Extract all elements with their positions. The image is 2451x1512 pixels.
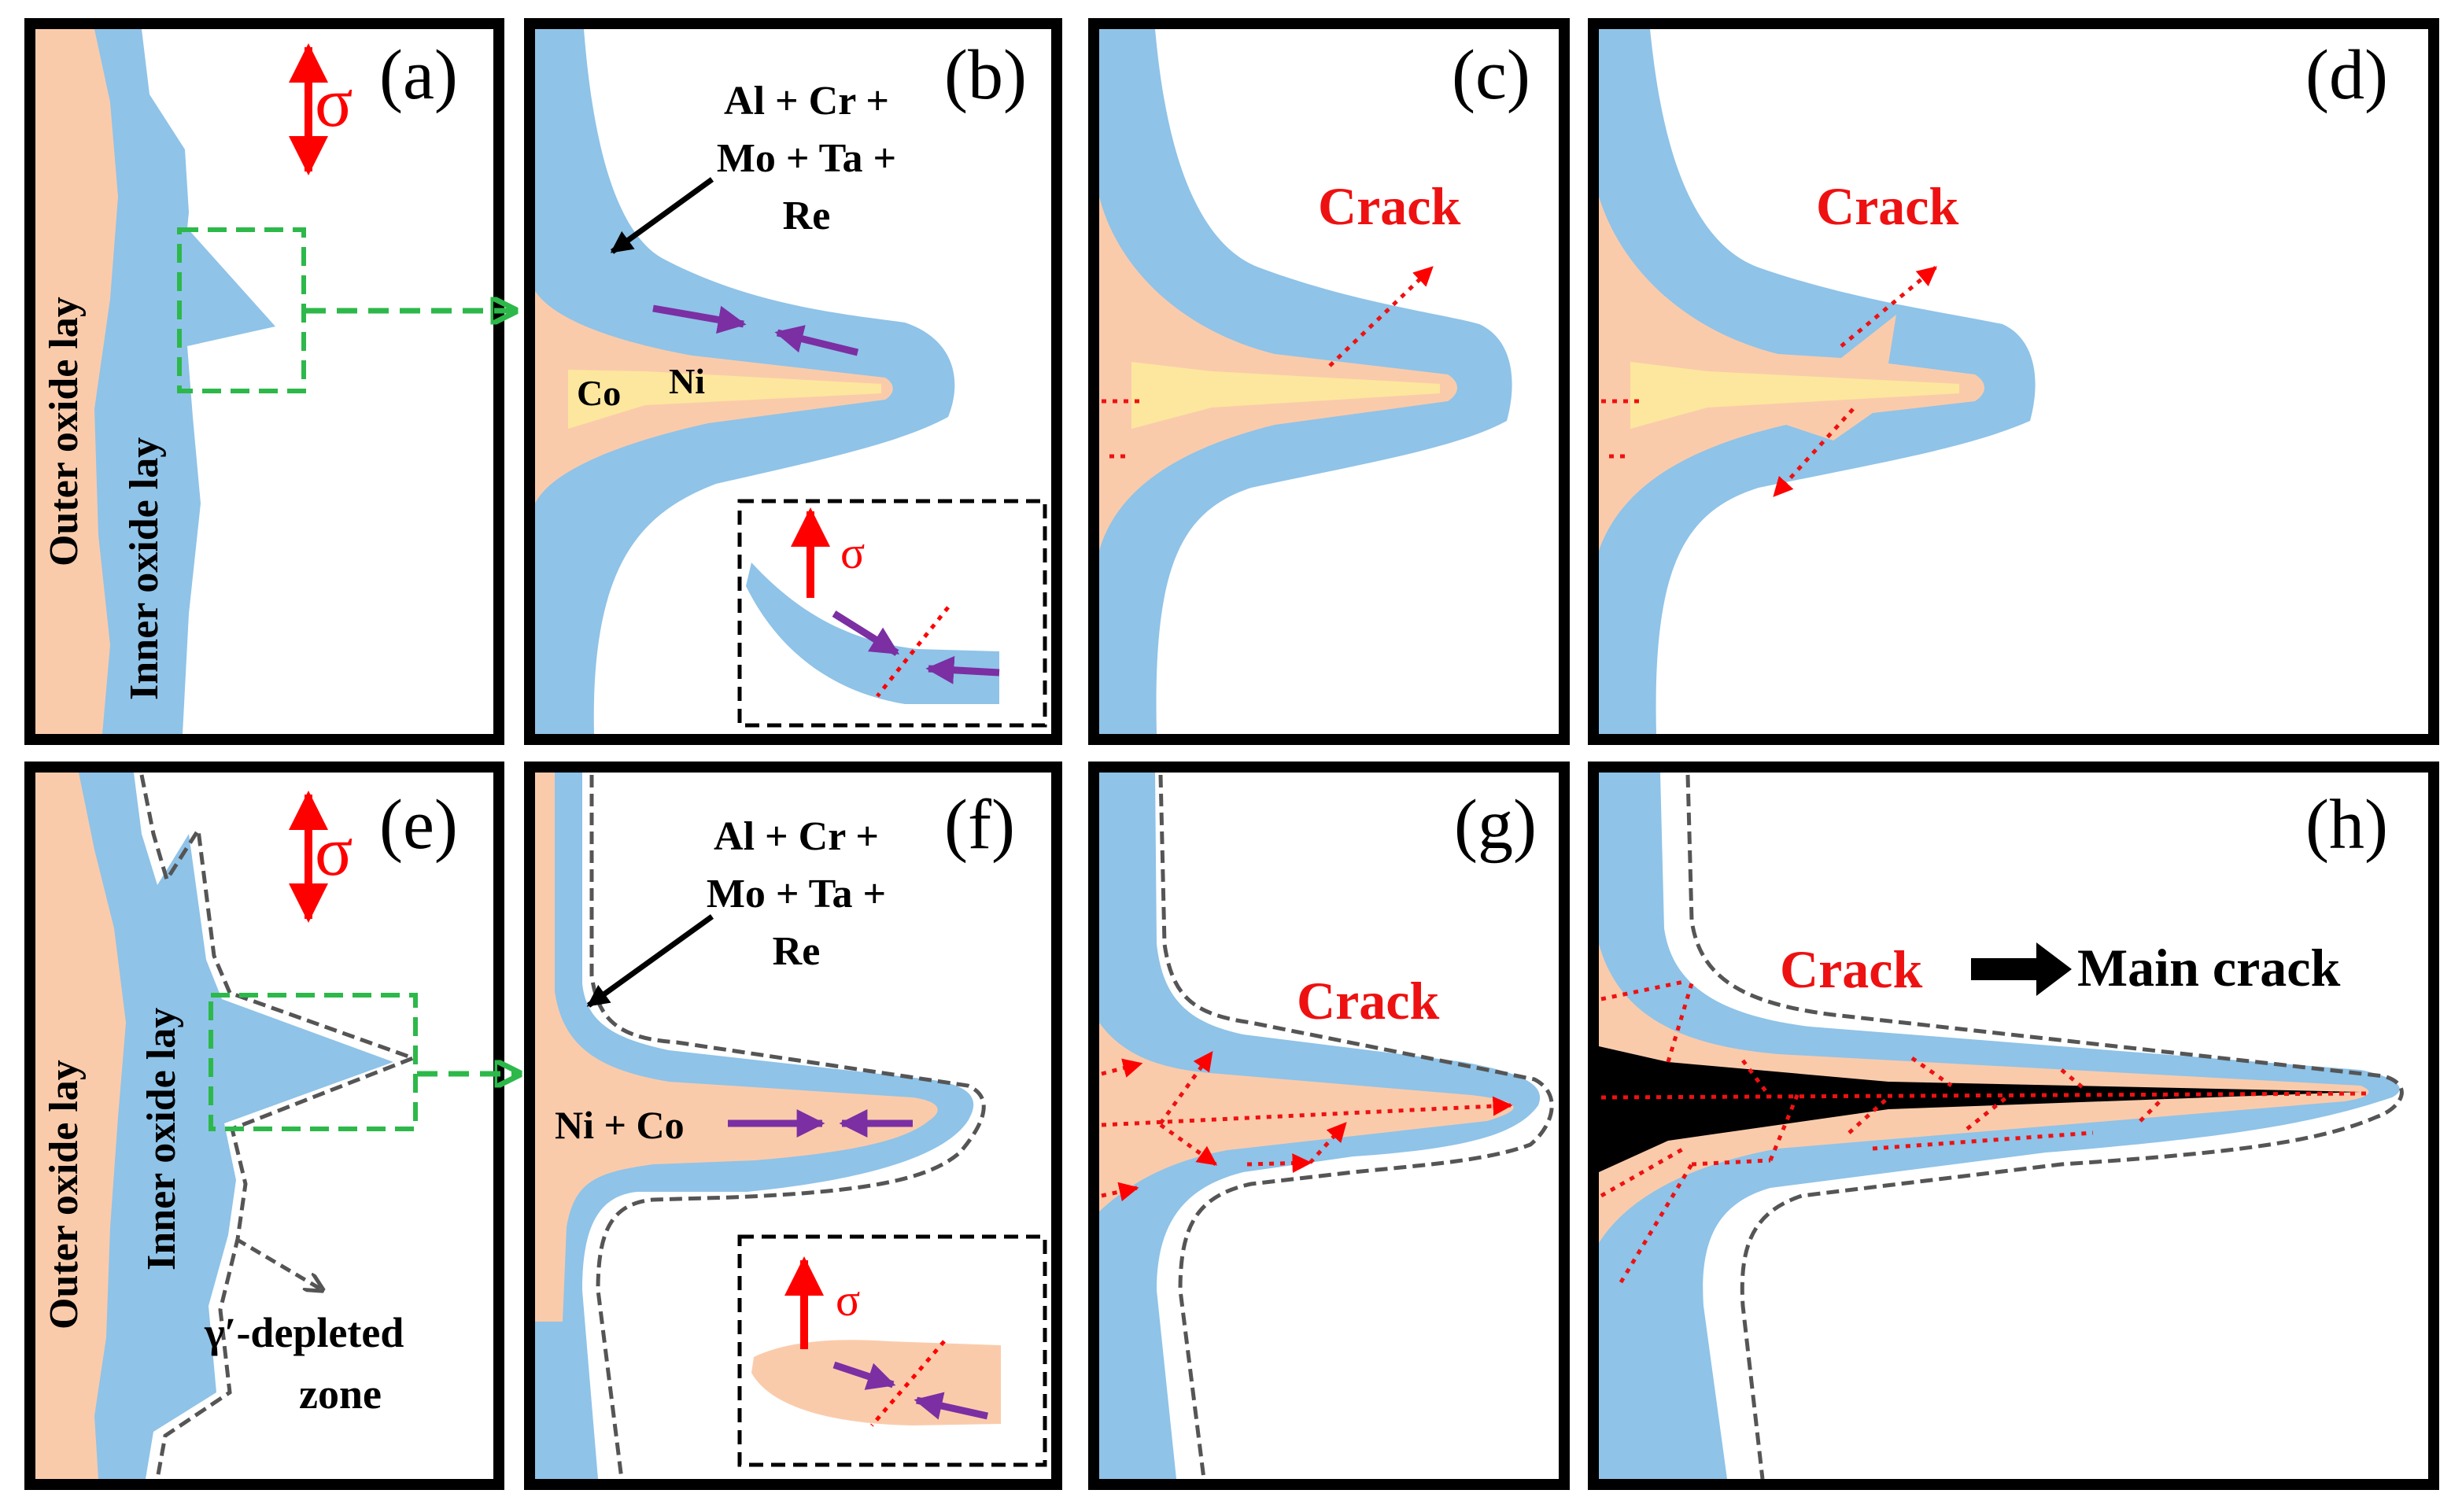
outer-oxide-layer [35,29,118,734]
depleted-zone-label: zone [299,1370,382,1418]
crack-path-icon [1847,1096,1890,1134]
panel-label: (g) [1454,786,1537,864]
core-region [568,370,881,429]
depleted-zone-boundary [139,774,419,1480]
element-line: Re [773,929,821,974]
pointer-arrow-icon [586,914,714,1008]
element-line: Mo + Ta + [717,136,896,181]
depleted-zone-boundary [1158,774,1554,1480]
crack-label: Crack [1780,939,1922,999]
outer-oxide-layer [1599,197,1984,551]
outer-oxide-label: Outer oxide lay [42,1060,87,1329]
crack-path-icon [1159,1123,1218,1167]
element-line: Re [783,194,831,238]
crack-label: Crack [1297,971,1439,1031]
diffusion-arrow-icon [914,1392,988,1420]
element-line: Al + Cr + [714,814,879,859]
diffusion-arrow-icon [832,610,900,656]
crack-path-icon [876,606,950,698]
panel-label: (e) [379,786,458,864]
element-line: Mo + Ta + [707,872,886,916]
panel-label: (d) [2305,36,2388,114]
crack-path-icon [1309,1122,1347,1164]
depleted-zone-boundary [589,775,986,1480]
panel-a: σ (a) Outer oxide lay Inner oxide lay [24,18,515,745]
outer-oxide-layer [35,773,126,1479]
crack-path-icon [1328,266,1434,367]
core-region [1131,362,1440,429]
panel-d: Crack (d) [1588,18,2439,745]
inner-oxide-label: Inner oxide lay [122,437,167,700]
crack-path-icon [1101,1058,1143,1078]
outer-oxide-layer [1099,197,1457,551]
outer-oxide-layer [1099,1023,1514,1211]
panel-f: Al + Cr + Mo + Ta + Re (f) Ni + Co σ [524,762,1062,1490]
crack-path-icon [1740,1059,1773,1099]
inner-oxide-label: Inner oxide lay [139,1008,184,1270]
crack-path-icon [1840,266,1937,348]
panel-label: (h) [2305,786,2388,864]
crack-path-icon [1691,1158,1771,1167]
zoom-box [209,993,418,1131]
crack-path-icon [870,1340,946,1427]
diffusion-arrow-icon [652,304,747,334]
diffusion-arrow-icon [774,325,859,356]
inner-oxide-layer [35,773,393,1479]
panel-h: Crack Main crack (h) [1588,762,2439,1490]
depleted-zone-boundary [1685,774,2404,1480]
crack-path-icon [1101,1096,1513,1127]
crack-label: Crack [1318,176,1460,236]
sigma-label: σ [315,64,353,142]
core-region [1630,362,1959,429]
co-label: Co [577,373,621,413]
diffusion-arrow-icon [925,655,1000,684]
crack-path-icon [1158,1050,1214,1125]
pointer-arrow-icon [610,177,714,254]
panel-g: Crack (g) [1088,762,1570,1490]
sigma-label: σ [315,813,353,891]
main-crack [1599,1046,2361,1172]
crack-path-icon [1600,979,1685,1001]
crack-path-icon [1773,408,1855,497]
sigma-label: σ [840,527,865,578]
zoom-box [177,227,306,393]
panel-c: Crack (c) [1088,18,1570,745]
element-line: Al + Cr + [724,79,889,124]
crack-path-icon [1600,1146,1685,1198]
thick-arrow-icon [1971,942,2072,996]
crack-path-icon [1768,1093,1800,1161]
panel-label: (f) [944,786,1015,864]
crack-path-icon [2060,1068,2087,1091]
crack-path-icon [1910,1056,1953,1088]
panel-b: Al + Cr + Mo + Ta + Re (b) Co Ni σ [524,18,1062,745]
outer-oxide-label: Outer oxide lay [42,297,87,566]
crack-path-icon [1966,1096,2008,1130]
diffusion-arrow-icon [832,1361,896,1390]
crack-path-icon [1872,1130,2094,1151]
panel-e: σ (e) Outer oxide lay Inner oxide lay γ′… [24,762,519,1490]
depleted-zone-label: γ′-depleted [204,1309,404,1356]
crack-path-icon [1666,983,1694,1063]
main-crack-label: Main crack [2077,938,2340,998]
panel-label: (a) [379,36,458,114]
crack-label: Crack [1816,176,1958,236]
crack-path-icon [1600,1091,2369,1100]
ni-label: Ni [669,361,705,401]
crack-path-icon [1619,1163,1694,1284]
sigma-label: σ [836,1274,860,1326]
panel-label: (b) [944,36,1027,114]
panel-label: (c) [1452,36,1530,114]
nico-label: Ni + Co [555,1103,685,1147]
